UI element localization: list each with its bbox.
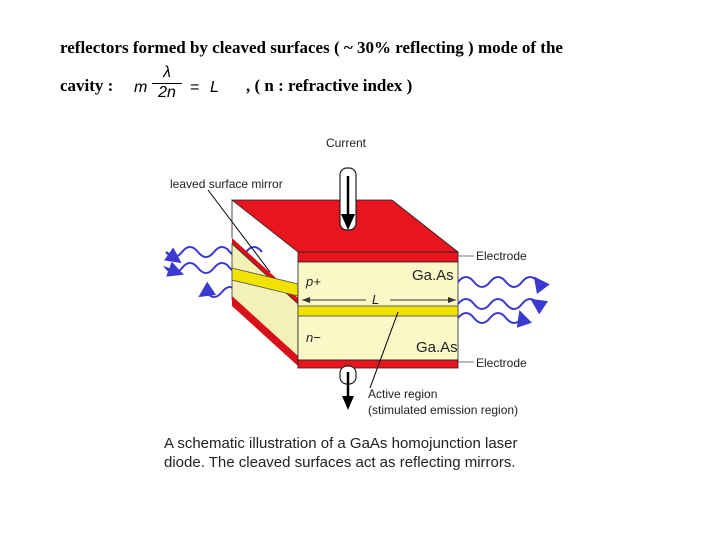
top-material-label: Ga.As	[412, 267, 454, 284]
laser-block-left-face	[231, 238, 299, 366]
length-label: L	[372, 292, 379, 307]
formula-fraction: λ 2n	[152, 64, 182, 102]
heading-line-2-suffix: , ( n : refractive index )	[246, 76, 413, 95]
formula-numerator: λ	[163, 64, 171, 81]
bottom-material-label: Ga.As	[416, 339, 458, 356]
caption-line-2: diode. The cleaved surfaces act as refle…	[164, 454, 516, 471]
mirror-label: leaved surface mirror	[170, 177, 283, 191]
formula-rhs: L	[210, 79, 219, 96]
p-layer-label: p+	[305, 274, 321, 289]
right-wave-2	[457, 298, 549, 315]
laser-block-front-face	[297, 251, 459, 369]
front-top-electrode	[297, 251, 459, 263]
right-wave-3	[457, 310, 533, 328]
n-layer-label: n−	[306, 330, 321, 345]
caption-line-1: A schematic illustration of a GaAs homoj…	[164, 435, 518, 452]
active-region-label: Active region	[368, 387, 437, 401]
formula-m: m	[134, 79, 148, 96]
formula-denominator: 2n	[158, 84, 176, 101]
right-wave-1	[457, 276, 550, 294]
current-label: Current	[326, 136, 367, 150]
heading-line-1: reflectors formed by cleaved surfaces ( …	[60, 38, 563, 57]
bottom-electrode-label: Electrode	[476, 356, 527, 370]
cavity-length-indicator	[302, 297, 456, 303]
heading-line-2-prefix: cavity :	[60, 76, 114, 95]
fraction-bar	[152, 83, 182, 84]
current-output-lead	[339, 365, 357, 410]
active-region-sublabel: (stimulated emission region)	[368, 403, 518, 417]
current-input-lead	[339, 167, 357, 231]
front-junction	[297, 305, 459, 317]
formula-equals: =	[190, 79, 200, 96]
front-bottom-electrode	[297, 359, 459, 369]
top-electrode-label: Electrode	[476, 249, 527, 263]
right-light-waves	[457, 276, 550, 328]
active-region-pointer-line	[369, 311, 399, 389]
figure-caption: A schematic illustration of a GaAs homoj…	[164, 434, 564, 472]
mirror-pointer-line	[207, 189, 271, 273]
